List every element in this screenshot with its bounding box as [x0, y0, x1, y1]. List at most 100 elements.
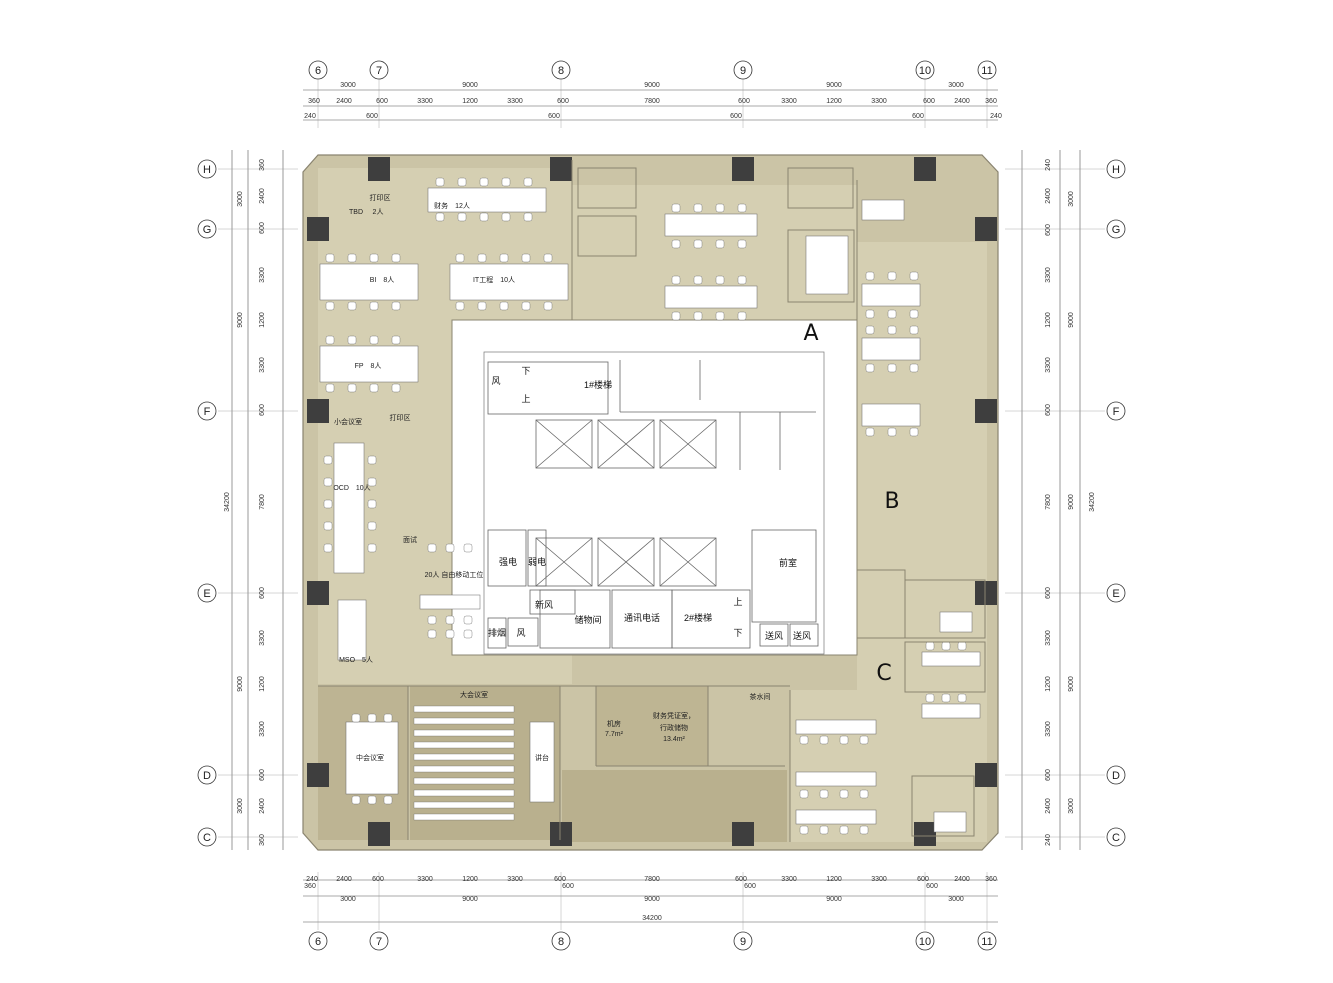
dim-bottom-minor: 600 — [735, 876, 747, 883]
room-label: 1#楼梯 — [584, 379, 612, 390]
dim-top-minor: 2400 — [336, 98, 352, 105]
dim-bottom-major: 9000 — [826, 896, 842, 903]
dim-bottom-minor: 3300 — [871, 876, 887, 883]
dim-left-minor: 600 — [259, 769, 266, 781]
zone-markers: A B C — [803, 321, 899, 686]
dim-left-minor: 2400 — [259, 188, 266, 204]
axis-label-10-bottom: 10 — [919, 936, 931, 948]
dim-right-minor: 3300 — [1045, 357, 1052, 373]
workstations — [319, 187, 981, 833]
axis-label-7-top: 7 — [376, 65, 382, 77]
dim-top-minor: 3300 — [781, 98, 797, 105]
dim-top-major: 9000 — [462, 82, 478, 89]
room-label: 财务 12人 — [434, 201, 470, 210]
dim-top-minor: 3300 — [417, 98, 433, 105]
room-label: FP 8人 — [355, 362, 382, 370]
dim-bottom-edge: 600 — [926, 883, 938, 890]
room-label: 机房 — [607, 719, 621, 728]
room-label: 前室 — [779, 557, 797, 568]
dim-top-edge: 240 — [304, 113, 316, 120]
dim-bottom-total: 34200 — [642, 915, 662, 922]
dim-right-minor: 600 — [1045, 769, 1052, 781]
room-label: 上 — [521, 394, 530, 404]
dim-left-minor: 360 — [259, 159, 266, 171]
room-label: 风 — [516, 628, 525, 638]
axis-label-f-left: F — [204, 406, 211, 418]
dim-top-minor: 3300 — [871, 98, 887, 105]
dim-right-major: 3000 — [1068, 191, 1075, 207]
dim-top-minor: 1200 — [826, 98, 842, 105]
dim-right-minor: 600 — [1045, 224, 1052, 236]
dim-bottom-minor: 600 — [372, 876, 384, 883]
room-label: TBD — [349, 209, 363, 216]
dim-right-total: 34200 — [1089, 492, 1096, 512]
room-label: 送风 — [765, 630, 783, 641]
dim-bottom-edge: 360 — [304, 883, 316, 890]
axis-label-11-top: 11 — [981, 65, 992, 77]
dim-left-minor: 3300 — [259, 630, 266, 646]
dim-left-minor: 1200 — [259, 676, 266, 692]
dim-right-minor: 1200 — [1045, 676, 1052, 692]
axis-label-7-bottom: 7 — [376, 936, 382, 948]
axis-label-9-bottom: 9 — [740, 936, 746, 948]
dim-bottom-minor: 1200 — [462, 876, 478, 883]
dim-bottom-minor: 2400 — [336, 876, 352, 883]
axis-label-d-right: D — [1112, 770, 1120, 782]
dim-left-minor: 3300 — [259, 267, 266, 283]
dim-left-major: 3000 — [237, 798, 244, 814]
room-label: 中会议室 — [356, 753, 384, 762]
axis-label-6-top: 6 — [315, 65, 321, 77]
core-walls — [487, 360, 819, 649]
axis-label-11-bottom: 11 — [981, 936, 992, 948]
room-label: 弱电 — [528, 556, 546, 567]
dim-top-major: 9000 — [644, 82, 660, 89]
dim-left-minor: 3300 — [259, 357, 266, 373]
axis-label-6-bottom: 6 — [315, 936, 321, 948]
dim-bottom-minor: 600 — [917, 876, 929, 883]
dim-bottom-major: 9000 — [644, 896, 660, 903]
room-label: 小会议室 — [334, 417, 362, 426]
room-label: 送风 — [793, 630, 811, 641]
room-label: 排烟 — [488, 627, 506, 638]
dim-bottom-minor: 3300 — [781, 876, 797, 883]
room-label: 行政储物 — [660, 723, 688, 732]
dim-top-minor: 600 — [557, 98, 569, 105]
axis-label-9-top: 9 — [740, 65, 746, 77]
axis-label-h-right: H — [1112, 164, 1120, 176]
axis-label-e-right: E — [1112, 588, 1119, 600]
chairs — [323, 177, 967, 835]
room-label: 2人 — [373, 208, 384, 216]
dim-top-minor: 360 — [308, 98, 320, 105]
dim-bottom-minor: 2400 — [954, 876, 970, 883]
dim-bottom-edge: 600 — [744, 883, 756, 890]
room-label: 茶水间 — [750, 692, 771, 701]
partition-walls — [318, 160, 986, 842]
dim-top-minor: 600 — [923, 98, 935, 105]
dim-left-minor: 2400 — [259, 798, 266, 814]
dim-left-minor: 600 — [259, 404, 266, 416]
axis-label-e-left: E — [203, 588, 210, 600]
dim-left-minor: 1200 — [259, 312, 266, 328]
zone-b-label: B — [884, 489, 899, 514]
dim-bottom-edge: 600 — [562, 883, 574, 890]
dim-top-edge: 600 — [366, 113, 378, 120]
dim-right-minor: 240 — [1045, 159, 1052, 171]
room-label: 面试 — [403, 535, 417, 544]
dim-bottom-minor: 3300 — [507, 876, 523, 883]
dim-bottom-major: 3000 — [948, 896, 964, 903]
dim-top-minor: 2400 — [954, 98, 970, 105]
dim-top-minor: 360 — [985, 98, 997, 105]
dim-bottom-minor: 600 — [554, 876, 566, 883]
dim-left-minor: 600 — [259, 222, 266, 234]
dim-top-minor: 600 — [738, 98, 750, 105]
room-label: 新风 — [535, 599, 553, 610]
room-label: OCD 10人 — [333, 484, 370, 492]
room-label: MSO 5人 — [339, 656, 373, 664]
room-label: 上 — [733, 597, 742, 607]
dim-top-major: 9000 — [826, 82, 842, 89]
dimension-texts: 3000 9000 9000 9000 3000 360 2400 600 33… — [224, 82, 1096, 922]
dim-top-edge: 240 — [990, 113, 1002, 120]
dim-right-minor: 7800 — [1045, 494, 1052, 510]
dim-left-minor: 7800 — [259, 494, 266, 510]
